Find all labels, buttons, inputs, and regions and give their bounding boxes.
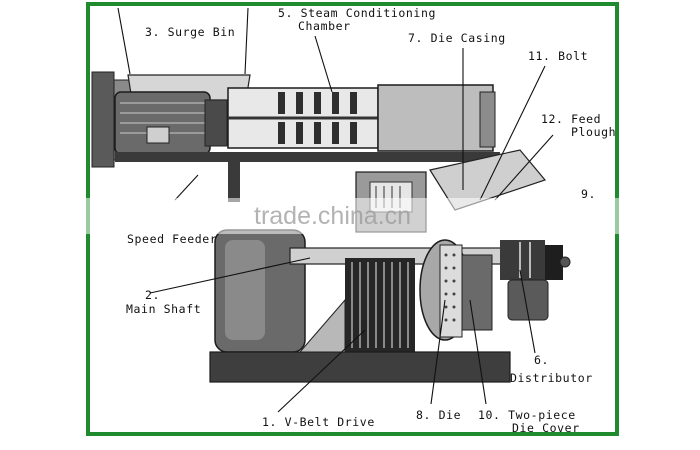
lower-assembly xyxy=(209,229,571,383)
label-main-shaft-line1: 2. xyxy=(145,288,160,302)
watermark-band xyxy=(86,198,619,234)
label-feed-plough-line2: Plough xyxy=(571,125,616,139)
label-nine: 9. xyxy=(581,187,596,201)
label-speed-feeder: Speed Feeder xyxy=(127,232,217,246)
label-feed-plough-line1: 12. Feed xyxy=(541,112,601,126)
label-steam-conditioning-line2: Chamber xyxy=(298,19,351,33)
upper-assembly xyxy=(91,71,500,202)
label-v-belt-drive: 1. V-Belt Drive xyxy=(262,415,375,429)
watermark: trade.china.cn xyxy=(254,202,411,230)
label-die-casing: 7. Die Casing xyxy=(408,31,506,45)
label-distributor-line2: Distributor xyxy=(510,371,593,385)
label-distributor-line1: 6. xyxy=(534,353,549,367)
label-surge-bin: 3. Surge Bin xyxy=(145,25,235,39)
label-bolt: 11. Bolt xyxy=(528,49,588,63)
label-die: 8. Die xyxy=(416,408,461,422)
leader-lines xyxy=(117,7,554,413)
label-die-cover-line1: 10. Two-piece xyxy=(478,408,576,422)
label-steam-conditioning-line1: 5. Steam Conditioning xyxy=(278,6,436,20)
label-main-shaft-line2: Main Shaft xyxy=(126,302,201,316)
label-die-cover-line2: Die Cover xyxy=(512,421,580,435)
